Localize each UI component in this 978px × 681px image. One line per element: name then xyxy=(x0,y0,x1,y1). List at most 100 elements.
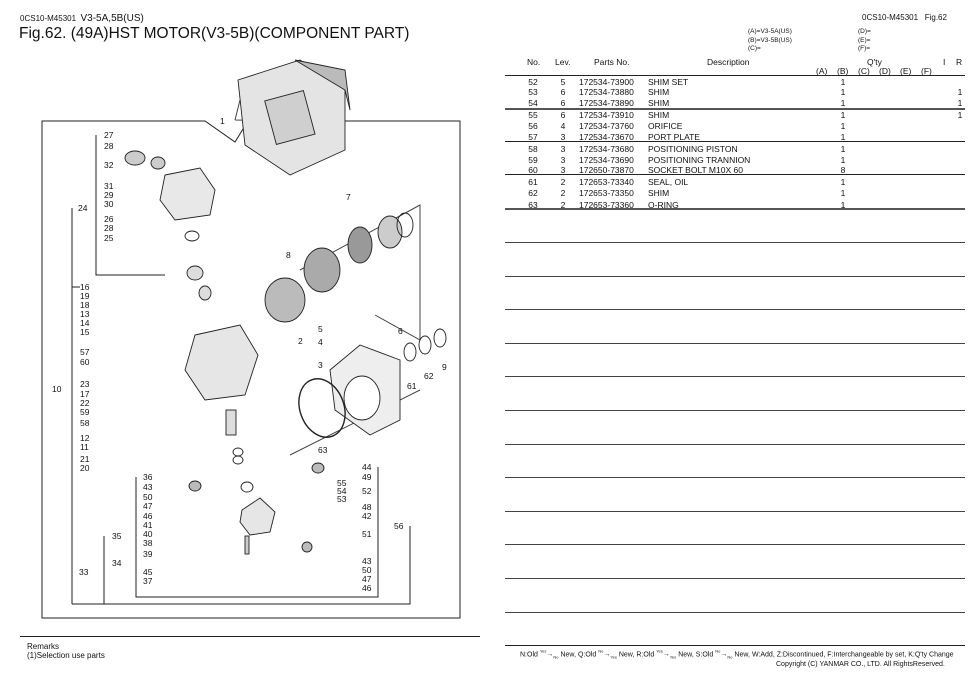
table-rule xyxy=(505,343,965,344)
cell-lev: 3 xyxy=(560,165,566,175)
callout-label: 26 xyxy=(104,214,114,224)
cell-b: 1 xyxy=(840,98,846,108)
col-a: (A) xyxy=(816,66,828,76)
callout-label: 44 xyxy=(362,462,372,472)
callout-label: 16 xyxy=(80,282,90,292)
callout-label: 47 xyxy=(143,501,153,511)
callout-label: 47 xyxy=(362,574,372,584)
cell-desc: SOCKET BOLT M10X 60 xyxy=(648,165,743,175)
callout-label: 52 xyxy=(362,486,372,496)
callout-label: 20 xyxy=(80,463,90,473)
callout-label: 35 xyxy=(112,531,122,541)
col-r: R xyxy=(956,57,963,67)
variant-d: (D)= xyxy=(858,28,871,35)
callout-label: 57 xyxy=(80,347,90,357)
callout-label: 33 xyxy=(79,567,89,577)
variant-legend-left: (A)=V3-5A(US) (B)=V3-5B(US) (C)= xyxy=(748,28,792,54)
cell-r: 1 xyxy=(957,87,963,97)
cell-desc: SHIM xyxy=(648,87,670,97)
cell-part: 172534-73910 xyxy=(579,110,634,120)
yes-no-arrow-icon: Yes→No xyxy=(539,649,559,660)
callout-label: 30 xyxy=(104,199,114,209)
cell-lev: 5 xyxy=(560,77,566,87)
callout-label: 36 xyxy=(143,472,153,482)
table-top-rule xyxy=(505,75,965,76)
cell-desc: SHIM xyxy=(648,110,670,120)
cell-b: 1 xyxy=(840,132,846,142)
remarks-title: Remarks xyxy=(27,642,60,651)
cell-lev: 3 xyxy=(560,144,566,154)
callout-label: 50 xyxy=(362,565,372,575)
cell-lev: 6 xyxy=(560,110,566,120)
callout-label: 56 xyxy=(394,521,404,531)
yes-yes-arrow-icon: Yes→Yes xyxy=(656,649,677,660)
cell-lev: 6 xyxy=(560,87,566,97)
callout-label: 41 xyxy=(143,520,153,530)
cell-lev: 2 xyxy=(560,177,566,187)
cell-no: 61 xyxy=(528,177,538,187)
callout-label: 4 xyxy=(318,337,323,347)
cell-b: 1 xyxy=(840,200,846,210)
no-no-arrow-icon: No→No xyxy=(715,649,733,660)
table-rule xyxy=(505,242,965,243)
callout-label: 11 xyxy=(80,442,89,452)
callout-label: 51 xyxy=(362,529,372,539)
cell-b: 8 xyxy=(840,165,846,175)
cell-part: 172534-73680 xyxy=(579,144,634,154)
cell-part: 172534-73890 xyxy=(579,98,634,108)
callout-label: 62 xyxy=(424,371,434,381)
cell-part: 172653-73350 xyxy=(579,188,634,198)
no-yes-arrow-icon: No→Yes xyxy=(598,649,617,660)
cell-b: 1 xyxy=(840,177,846,187)
callout-label: 17 xyxy=(80,389,90,399)
variant-f: (F)= xyxy=(858,45,871,52)
cell-desc: POSITIONING PISTON xyxy=(648,144,738,154)
col-no: No. xyxy=(527,57,541,67)
cell-part: 172653-73340 xyxy=(579,177,634,187)
cell-no: 52 xyxy=(528,77,538,87)
callout-label: 46 xyxy=(143,511,153,521)
cell-desc: SEAL, OIL xyxy=(648,177,689,187)
variant-b: (B)=V3-5B(US) xyxy=(748,36,792,44)
table-rule xyxy=(505,578,965,579)
cell-lev: 2 xyxy=(560,188,566,198)
cell-no: 54 xyxy=(528,98,538,108)
callout-label: 7 xyxy=(346,192,351,202)
col-e: (E) xyxy=(900,66,912,76)
cell-part: 172534-73880 xyxy=(579,87,634,97)
callout-label: 22 xyxy=(80,398,90,408)
col-lev: Lev. xyxy=(555,57,571,67)
cell-part: 172534-73670 xyxy=(579,132,634,142)
cell-part: 172650-73870 xyxy=(579,165,634,175)
callout-label: 50 xyxy=(143,492,153,502)
callout-label: 19 xyxy=(80,291,90,301)
callout-label: 43 xyxy=(143,482,153,492)
cell-desc: SHIM xyxy=(648,188,670,198)
callout-label: 12 xyxy=(80,433,90,443)
callout-label: 53 xyxy=(337,494,347,504)
table-rule xyxy=(505,444,965,445)
callout-label: 10 xyxy=(52,384,62,394)
cell-part: 172534-73900 xyxy=(579,77,634,87)
footer-divider xyxy=(505,645,965,646)
callout-label: 40 xyxy=(143,529,153,539)
cell-lev: 2 xyxy=(560,200,566,210)
remarks-divider xyxy=(20,636,480,637)
variant-a: (A)=V3-5A(US) xyxy=(748,28,792,35)
cell-desc: SHIM SET xyxy=(648,77,689,87)
doc-code: 0CS10-M45301 V3-5A,5B(US) xyxy=(20,13,144,24)
cell-part: 172653-73360 xyxy=(579,200,634,210)
callout-label: 28 xyxy=(104,223,114,233)
table-rule xyxy=(505,544,965,545)
callout-label: 49 xyxy=(362,472,372,482)
diagram-frame xyxy=(41,120,461,619)
cell-no: 59 xyxy=(528,155,538,165)
cell-part: 172534-73760 xyxy=(579,121,634,131)
